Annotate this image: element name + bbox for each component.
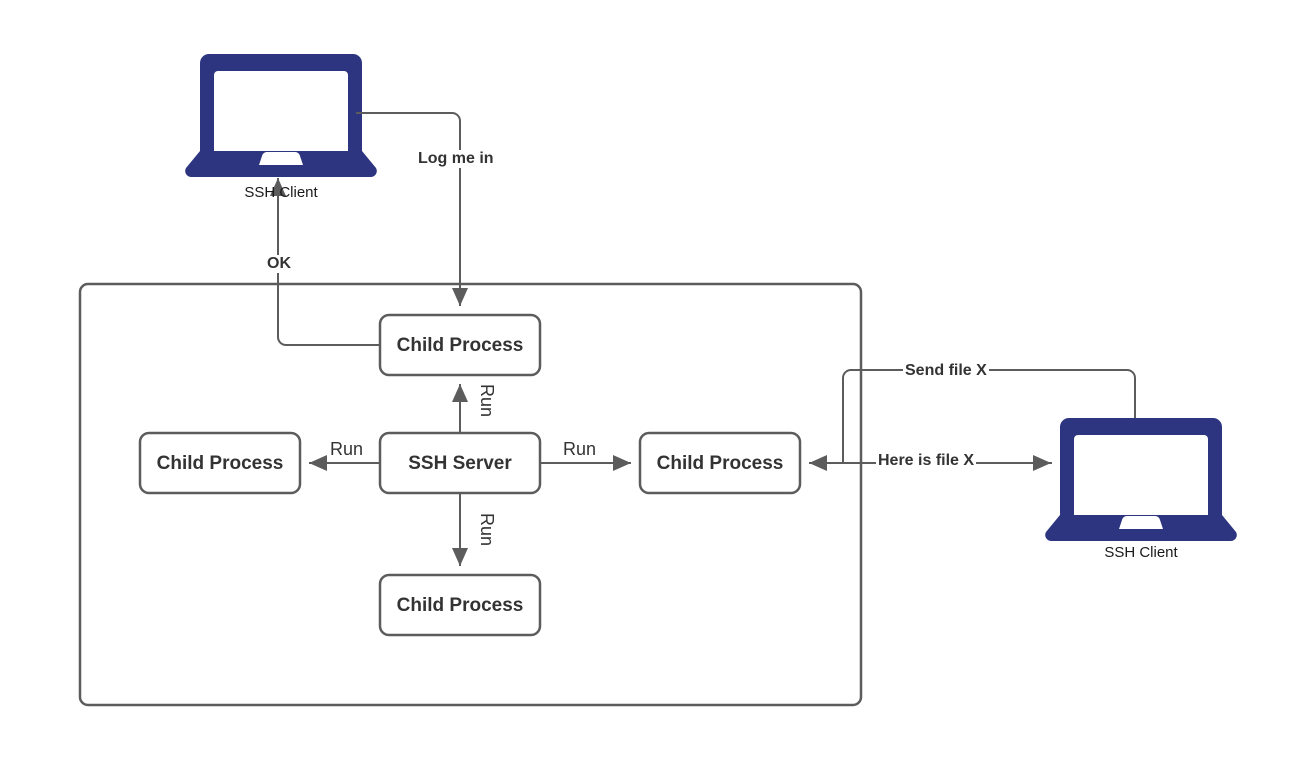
ssh-client-right-caption: SSH Client <box>1104 544 1178 561</box>
ssh-client-right-laptop-icon <box>1045 418 1237 541</box>
child-process-top-box[interactable] <box>378 313 542 377</box>
edge-send-file-x <box>842 369 1136 463</box>
edge-label-run-left: Run <box>328 439 366 460</box>
edge-label-here-is-file-x: Here is file X <box>876 452 977 470</box>
edge-label-send-file-x: Send file X <box>903 362 989 380</box>
edge-label-run-up: Run <box>476 381 498 420</box>
ssh-host-container <box>78 282 863 707</box>
ssh-server-box[interactable] <box>378 431 542 495</box>
edge-ok <box>270 178 380 346</box>
edge-label-log-me-in: Log me in <box>416 150 496 168</box>
child-process-left-box[interactable] <box>138 431 302 495</box>
edge-label-run-down: Run <box>476 510 498 549</box>
edge-log-me-in <box>356 112 468 306</box>
ssh-client-top-laptop-icon <box>185 54 377 177</box>
child-process-bottom-box[interactable] <box>378 573 542 637</box>
ssh-client-top-caption: SSH Client <box>244 184 318 201</box>
edge-label-run-right: Run <box>561 439 599 460</box>
edge-label-ok: OK <box>265 255 293 273</box>
child-process-right-box[interactable] <box>638 431 802 495</box>
